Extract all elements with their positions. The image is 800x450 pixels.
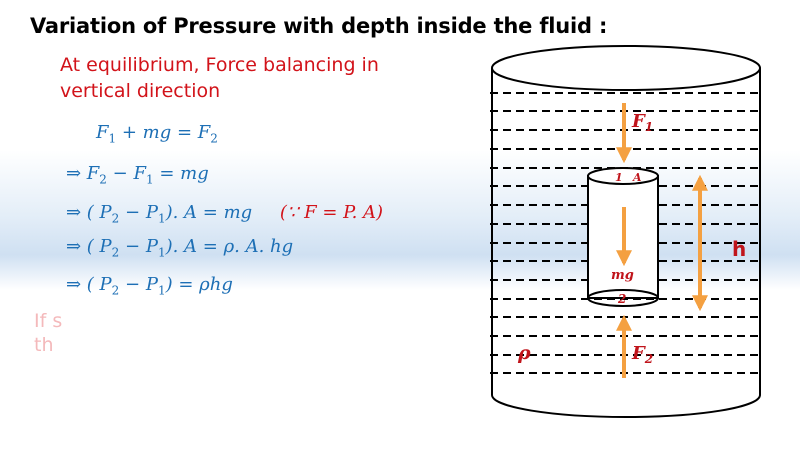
equation-4-part-c: ). A = ρ. A. hg [165, 236, 294, 257]
equation-3: ⇒ ( P2 − P1). A = mg (∵ F = P. A) [66, 202, 383, 226]
equation-1-sub-a: 1 [108, 131, 117, 146]
label-top-1: 1 [615, 171, 623, 184]
equation-1-part-b: + mg = F [116, 122, 211, 143]
equation-3-part-b: − P [119, 202, 158, 223]
equation-5-part-b: − P [119, 274, 158, 295]
equation-2-sub-a: 2 [99, 172, 107, 187]
label-bottom-2: 2 [617, 292, 626, 306]
inner-fluid-element [587, 167, 659, 307]
label-f2: F2 [631, 343, 653, 366]
equation-note: (∵ F = P. A) [279, 202, 384, 223]
equation-5: ⇒ ( P2 − P1) = ρhg [66, 274, 233, 298]
equation-3-part-c: ). A = mg [165, 202, 253, 223]
equation-2-part-a: ⇒ F [66, 163, 100, 184]
equation-1-part-a: F [96, 122, 109, 143]
subtitle-line-2: vertical direction [60, 80, 221, 102]
equation-5-part-a: ⇒ ( P [66, 274, 112, 295]
equation-5-sub-b: 1 [157, 283, 166, 298]
equation-1-sub-b: 2 [210, 131, 218, 146]
equation-4-part-a: ⇒ ( P [66, 236, 112, 257]
label-top-a: A [632, 171, 642, 184]
label-h: h [732, 237, 746, 261]
equation-4-sub-a: 2 [111, 245, 120, 260]
equation-4-part-b: − P [119, 236, 158, 257]
faded-text-line-1: If s [34, 310, 63, 332]
label-mg: mg [611, 268, 634, 283]
subtitle-line-1: At equilibrium, Force balancing in [60, 54, 379, 76]
faded-text-line-2: th [34, 334, 54, 356]
equation-4: ⇒ ( P2 − P1). A = ρ. A. hg [66, 236, 293, 260]
equation-2: ⇒ F2 − F1 = mg [66, 163, 209, 187]
equation-2-part-c: = mg [153, 163, 209, 184]
equation-2-part-b: − F [106, 163, 146, 184]
label-rho: ρ [517, 342, 531, 364]
equation-3-part-a: ⇒ ( P [66, 202, 112, 223]
slide-title: Variation of Pressure with depth inside … [30, 14, 608, 38]
subtitle: At equilibrium, Force balancing in verti… [60, 52, 460, 104]
equation-2-sub-b: 1 [145, 172, 154, 187]
equation-5-sub-a: 2 [111, 283, 120, 298]
equation-1: F1 + mg = F2 [96, 122, 218, 146]
equation-3-sub-a: 2 [111, 211, 120, 226]
outer-cylinder [491, 45, 761, 418]
label-f1: F1 [631, 111, 653, 134]
equation-4-sub-b: 1 [157, 245, 166, 260]
equation-3-sub-b: 1 [157, 211, 166, 226]
equation-5-part-c: ) = ρhg [165, 274, 233, 295]
